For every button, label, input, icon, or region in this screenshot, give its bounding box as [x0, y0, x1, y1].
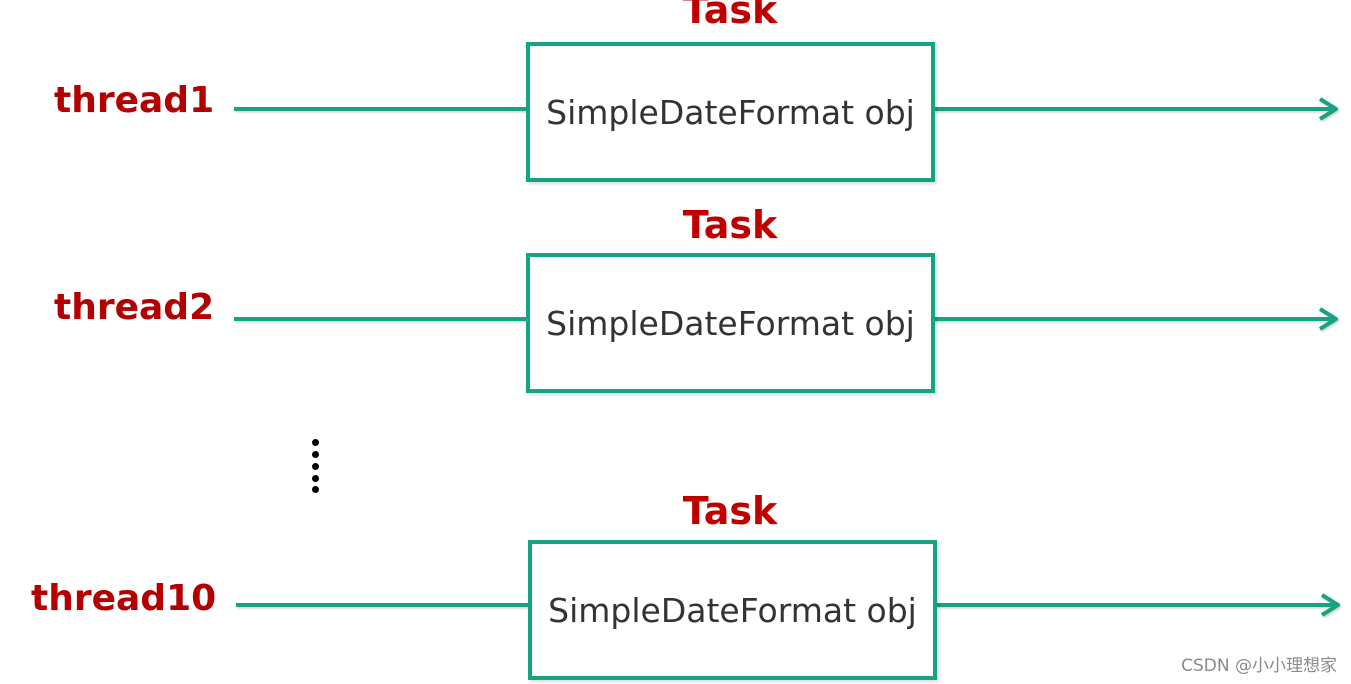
task-box-3: SimpleDateFormat obj	[528, 540, 937, 680]
task-label-2: Task	[682, 203, 778, 247]
task-object-text-1: SimpleDateFormat obj	[546, 92, 915, 132]
task-box-2: SimpleDateFormat obj	[526, 253, 935, 393]
watermark: CSDN @小小理想家	[1181, 656, 1337, 676]
task-label-3: Task	[682, 489, 778, 533]
task-label-1: Task	[682, 0, 778, 32]
thread-label-3: thread10	[31, 578, 217, 619]
task-object-text-3: SimpleDateFormat obj	[548, 590, 917, 630]
row-3-arrow-head-icon	[1320, 593, 1340, 617]
row-1-arrow-head-icon	[1318, 97, 1338, 121]
task-object-text-2: SimpleDateFormat obj	[546, 303, 915, 343]
row-1-arrows	[234, 97, 1338, 121]
row-3-arrows	[236, 593, 1340, 617]
row-2-arrow-head-icon	[1318, 307, 1338, 331]
thread-label-1: thread1	[54, 80, 215, 121]
row-2-arrows	[234, 307, 1338, 331]
thread-label-2: thread2	[54, 287, 215, 328]
task-box-1: SimpleDateFormat obj	[526, 42, 935, 182]
